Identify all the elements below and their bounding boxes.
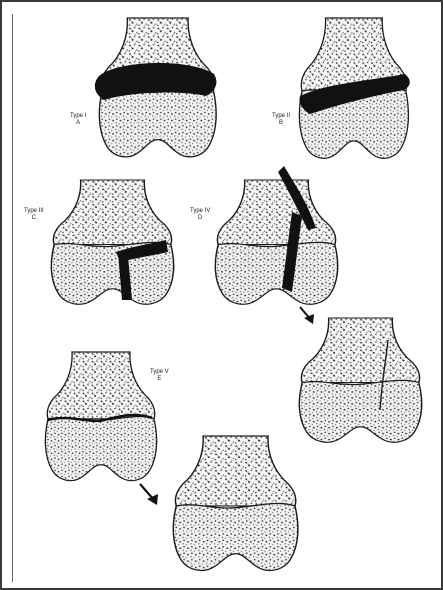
label-type-2-name: Type II: [272, 113, 290, 120]
bone-type-4-healed: [299, 318, 421, 442]
label-type-3: Type III C: [24, 208, 44, 222]
label-type-4: Type IV D: [190, 208, 210, 222]
bone-type-4: [215, 180, 337, 304]
arrow-type-4: [300, 307, 314, 324]
label-type-5-letter: E: [150, 376, 169, 383]
label-type-2: Type II B: [272, 113, 290, 127]
label-type-1: Type I A: [70, 113, 86, 127]
label-type-4-letter: D: [190, 215, 210, 222]
bone-type-3: [51, 180, 173, 304]
label-type-4-name: Type IV: [190, 208, 210, 215]
bone-type-5-sequel: [173, 436, 298, 570]
label-type-3-name: Type III: [24, 208, 44, 215]
label-type-3-letter: C: [24, 215, 44, 222]
label-type-1-letter: A: [70, 120, 86, 127]
label-type-5-name: Type V: [150, 369, 169, 376]
label-type-2-letter: B: [272, 120, 290, 127]
label-type-5: Type V E: [150, 369, 169, 383]
arrow-type-5: [140, 484, 158, 505]
label-type-1-name: Type I: [70, 113, 86, 120]
